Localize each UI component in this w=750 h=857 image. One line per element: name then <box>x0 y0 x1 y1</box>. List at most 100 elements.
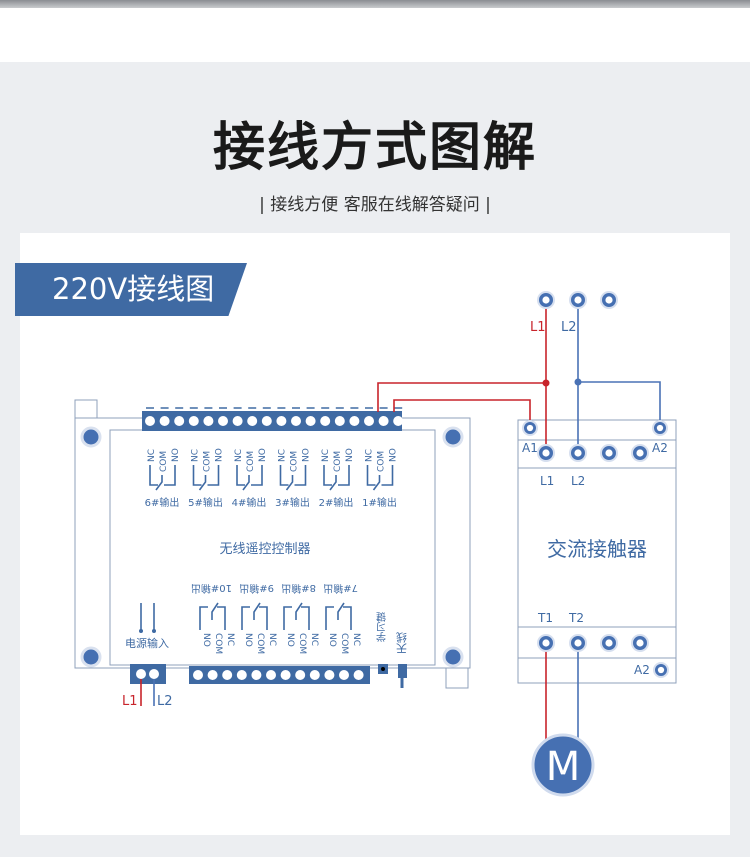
output-label: 8#输出 <box>281 582 316 595</box>
relay-symbol <box>207 465 220 486</box>
relay-symbol <box>283 606 292 630</box>
contact-label: NO <box>201 633 211 647</box>
relay-symbol <box>149 465 158 486</box>
contactor-t2-label: T2 <box>568 611 584 625</box>
contactor-a2b-label: A2 <box>634 663 650 677</box>
top-terminal <box>305 416 316 426</box>
contact-label: COM <box>339 633 349 654</box>
supply-terminal-screw <box>542 296 550 304</box>
top-terminal <box>393 416 404 426</box>
power-l1-label: L1 <box>122 694 138 709</box>
load-terminal-screw <box>605 639 613 647</box>
top-terminal <box>378 416 389 426</box>
supply-terminal-screw <box>605 296 613 304</box>
bottom-terminal <box>193 670 203 680</box>
relay-symbol <box>241 606 250 630</box>
contact-label: NC <box>351 633 361 646</box>
power-input-label: 电源输入 <box>125 636 169 650</box>
top-terminal <box>159 416 170 426</box>
bottom-terminal <box>266 670 276 680</box>
supply-terminal-screw <box>574 296 582 304</box>
motor-label: M <box>546 744 581 790</box>
contact-label: NO <box>345 448 355 462</box>
relay-symbol <box>251 465 263 486</box>
contact-label: NC <box>278 449 288 462</box>
contact-label: NC <box>267 633 277 646</box>
output-label: 2#输出 <box>319 496 354 509</box>
output-label: 7#输出 <box>323 582 358 595</box>
top-terminal <box>174 416 185 426</box>
contact-label: NO <box>285 633 295 647</box>
output-label: 10#输出 <box>191 582 232 595</box>
contact-label: COM <box>159 451 169 472</box>
bottom-terminal <box>251 670 262 680</box>
contact-label: COM <box>297 633 307 654</box>
contact-label: NC <box>234 449 244 462</box>
contact-label: COM <box>377 451 387 472</box>
contact-label: NO <box>389 448 399 462</box>
contact-label: COM <box>246 451 256 472</box>
top-terminal <box>247 416 258 426</box>
relay-symbol <box>294 465 307 486</box>
top-terminal <box>218 416 228 426</box>
relay-symbol <box>211 602 219 620</box>
contactor-a1-label: A1 <box>522 441 538 455</box>
bottom-terminal <box>280 670 291 680</box>
top-bar <box>0 0 750 8</box>
relay-symbol <box>155 475 163 491</box>
bottom-terminal <box>236 670 247 680</box>
motor <box>531 733 595 797</box>
contact-label: COM <box>213 633 223 654</box>
relay-symbol <box>338 465 350 486</box>
top-terminal <box>364 416 374 426</box>
relay-symbol <box>279 465 289 486</box>
contact-label: NO <box>215 448 225 462</box>
contact-label: NO <box>327 633 337 647</box>
bottom-terminal <box>353 670 364 680</box>
supply-l2-label: L2 <box>561 320 577 335</box>
antenna-label: 天线 <box>396 632 409 654</box>
learn-key-label: 学习键 <box>377 611 389 643</box>
power-terminal-block <box>130 664 166 684</box>
contact-label: COM <box>290 451 300 472</box>
relay-symbol <box>242 475 250 491</box>
top-terminal <box>291 416 301 426</box>
load-terminal-screw <box>636 639 644 647</box>
top-terminal <box>203 416 214 426</box>
contact-label: COM <box>333 451 343 472</box>
top-terminal <box>349 416 360 426</box>
top-terminal <box>276 416 287 426</box>
top-terminal <box>320 416 331 426</box>
top-terminal <box>334 416 345 426</box>
contactor-l2-label: L2 <box>571 474 585 488</box>
coil-terminal-screw <box>526 424 534 432</box>
bottom-terminal <box>339 670 349 680</box>
contact-label: NC <box>147 449 157 462</box>
line-terminal-screw <box>574 449 582 457</box>
contact-label: NC <box>365 449 375 462</box>
top-strip <box>0 8 750 62</box>
relay-symbol <box>301 606 310 630</box>
contact-label: NO <box>171 448 181 462</box>
contact-label: NC <box>225 633 235 646</box>
page-subtitle: | 接线方便 客服在线解答疑问 | <box>259 195 491 215</box>
relay-symbol <box>329 475 337 491</box>
relay-symbol <box>285 475 294 491</box>
bottom-terminal <box>207 670 218 680</box>
page-title: 接线方式图解 <box>212 118 537 178</box>
bottom-terminal <box>295 670 306 680</box>
line-terminal-screw <box>605 449 613 457</box>
antenna-connector <box>398 664 407 678</box>
contact-label: NO <box>243 633 253 647</box>
bottom-terminal-strip <box>189 666 370 684</box>
relay-symbol <box>253 602 261 620</box>
contact-label: NC <box>309 633 319 646</box>
contact-label: NO <box>302 448 312 462</box>
relay-symbol <box>372 475 381 491</box>
mount-tab <box>74 399 98 419</box>
output-label: 3#输出 <box>275 496 310 509</box>
relay-symbol <box>323 465 332 486</box>
load-terminal-screw <box>542 639 550 647</box>
contactor-t1-label: T1 <box>537 611 553 625</box>
